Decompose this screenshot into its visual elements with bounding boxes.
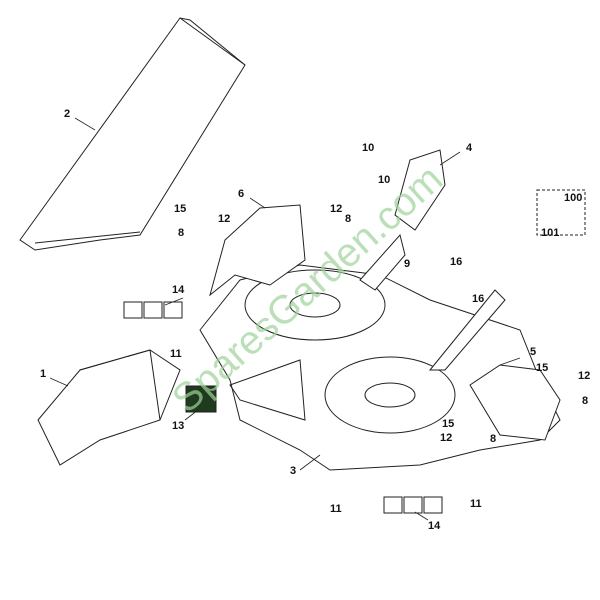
part-4-flap [394, 149, 446, 231]
part-9-bracket [359, 233, 506, 371]
callout-9: 9 [404, 258, 411, 270]
callout-11: 11 [470, 498, 482, 510]
callout-15: 15 [536, 362, 549, 374]
callout-2: 2 [64, 108, 71, 120]
part-1-chute [37, 349, 181, 466]
decal-13 [185, 385, 217, 413]
callout-15: 15 [174, 203, 187, 215]
callout-8: 8 [490, 433, 497, 445]
callout-12: 12 [218, 213, 231, 225]
callout-11: 11 [330, 503, 342, 515]
callout-12: 12 [578, 370, 591, 382]
callout-14: 14 [428, 520, 441, 532]
callout-3: 3 [290, 465, 297, 477]
callout-12: 12 [440, 432, 453, 444]
callout-8: 8 [582, 395, 589, 407]
leader-lines [49, 117, 521, 521]
callout-16: 16 [472, 293, 485, 305]
callout-101: 101 [541, 227, 560, 239]
callout-12: 12 [330, 203, 343, 215]
callout-100: 100 [564, 192, 583, 204]
callout-8: 8 [178, 227, 185, 239]
callout-4: 4 [466, 142, 473, 154]
warning-decal-14-top [123, 301, 183, 319]
callout-14: 14 [172, 284, 185, 296]
part-6-cover [209, 204, 306, 297]
callout-1: 1 [40, 368, 47, 380]
callout-11: 11 [170, 348, 182, 360]
warning-decal-14-bottom [383, 496, 443, 514]
callout-8: 8 [345, 213, 352, 225]
callout-6: 6 [238, 188, 245, 200]
kit-box-100-101 [536, 189, 586, 236]
callout-13: 13 [172, 420, 185, 432]
callout-10: 10 [362, 142, 375, 154]
part-2-chute [19, 17, 246, 251]
callout-10: 10 [378, 174, 391, 186]
callout-15: 15 [442, 418, 455, 430]
part-3-deck [199, 264, 561, 471]
callout-16: 16 [450, 256, 463, 268]
callout-5: 5 [530, 346, 537, 358]
